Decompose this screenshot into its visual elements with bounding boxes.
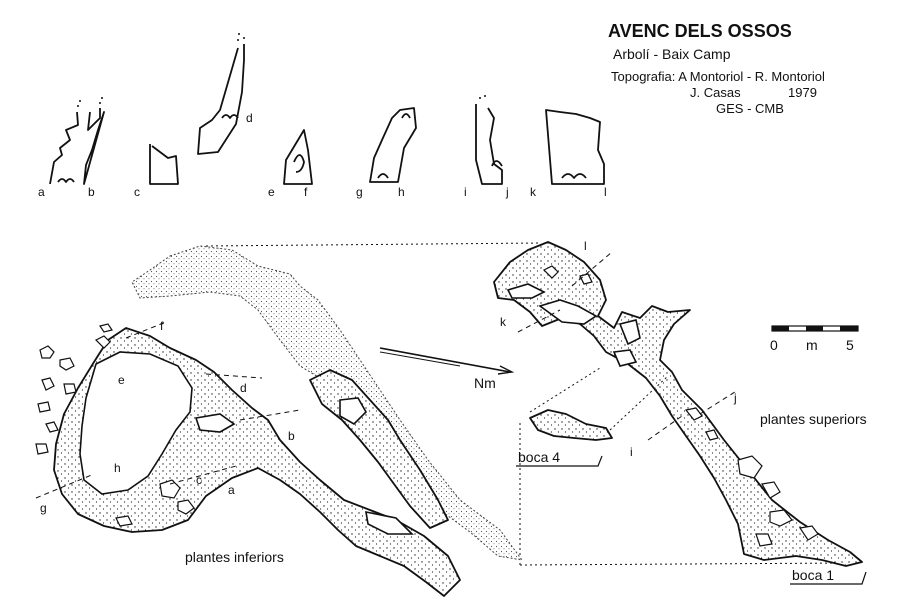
plan-label-i: i (630, 445, 633, 459)
scale-unit: m (806, 337, 818, 353)
map-title: AVENC DELS OSSOS (608, 21, 792, 41)
cross-section-cd (149, 144, 179, 185)
lower-plan (35, 245, 524, 597)
boca-1-underline (790, 571, 867, 585)
entrance-boca-4: boca 4 (518, 449, 560, 465)
plan-label-f: f (160, 319, 164, 333)
cut-line-k (517, 309, 561, 333)
plan-label-c: c (196, 473, 202, 487)
entrance-boca-1: boca 1 (792, 567, 834, 583)
cut-line-j (699, 389, 739, 415)
section-label-j: j (505, 185, 509, 199)
upper-plan (493, 241, 863, 567)
lower-plan-title: plantes inferiors (185, 549, 284, 565)
credits-group: GES - CMB (716, 101, 784, 116)
north-label: Nm (474, 375, 496, 391)
cut-line-g (35, 473, 95, 499)
cut-line-i (647, 415, 683, 441)
map-location: Arbolí - Baix Camp (613, 46, 731, 62)
projection-line-bottom (519, 562, 851, 566)
projection-line-top (205, 242, 541, 247)
plan-label-e: e (118, 373, 125, 387)
upper-plan-title: plantes superiors (760, 411, 867, 427)
scale-start: 0 (770, 337, 778, 353)
cross-section-de (197, 33, 245, 155)
cross-section-ij (475, 95, 503, 185)
section-label-c: c (134, 185, 140, 199)
cut-line-d (205, 373, 263, 379)
plan-label-d: d (240, 381, 247, 395)
plan-label-l: l (584, 239, 587, 253)
plan-label-j: j (733, 391, 737, 405)
section-label-f: f (304, 185, 308, 199)
plan-label-h: h (114, 461, 121, 475)
scale-end: 5 (846, 337, 854, 353)
north-arrow (379, 347, 515, 375)
boca-4-underline (516, 455, 603, 467)
plan-label-b: b (288, 429, 295, 443)
credits-year: 1979 (788, 85, 817, 100)
cross-section-gh (369, 107, 417, 183)
cut-line-b (239, 409, 301, 421)
boca-4-plan (529, 367, 669, 441)
plan-label-a: a (228, 483, 235, 497)
scale-bar (771, 325, 859, 332)
cross-section-ab (49, 97, 105, 185)
cross-section-kl (545, 109, 605, 185)
section-label-g: g (356, 185, 363, 199)
section-label-a: a (38, 185, 45, 199)
section-label-i: i (464, 185, 467, 199)
cross-section-ef (283, 129, 313, 185)
section-label-k: k (530, 185, 537, 199)
section-label-b: b (88, 185, 95, 199)
section-label-h: h (398, 185, 405, 199)
cut-line-f (125, 321, 167, 339)
section-label-l: l (604, 185, 607, 199)
plan-label-g: g (40, 501, 47, 515)
cut-line-a (169, 465, 237, 485)
credits-name: J. Casas (690, 85, 741, 100)
plan-label-k: k (500, 315, 507, 329)
credits-line-1: Topografia: A Montoriol - R. Montoriol (611, 69, 825, 84)
section-label-d: d (246, 111, 253, 125)
section-label-e: e (268, 185, 275, 199)
